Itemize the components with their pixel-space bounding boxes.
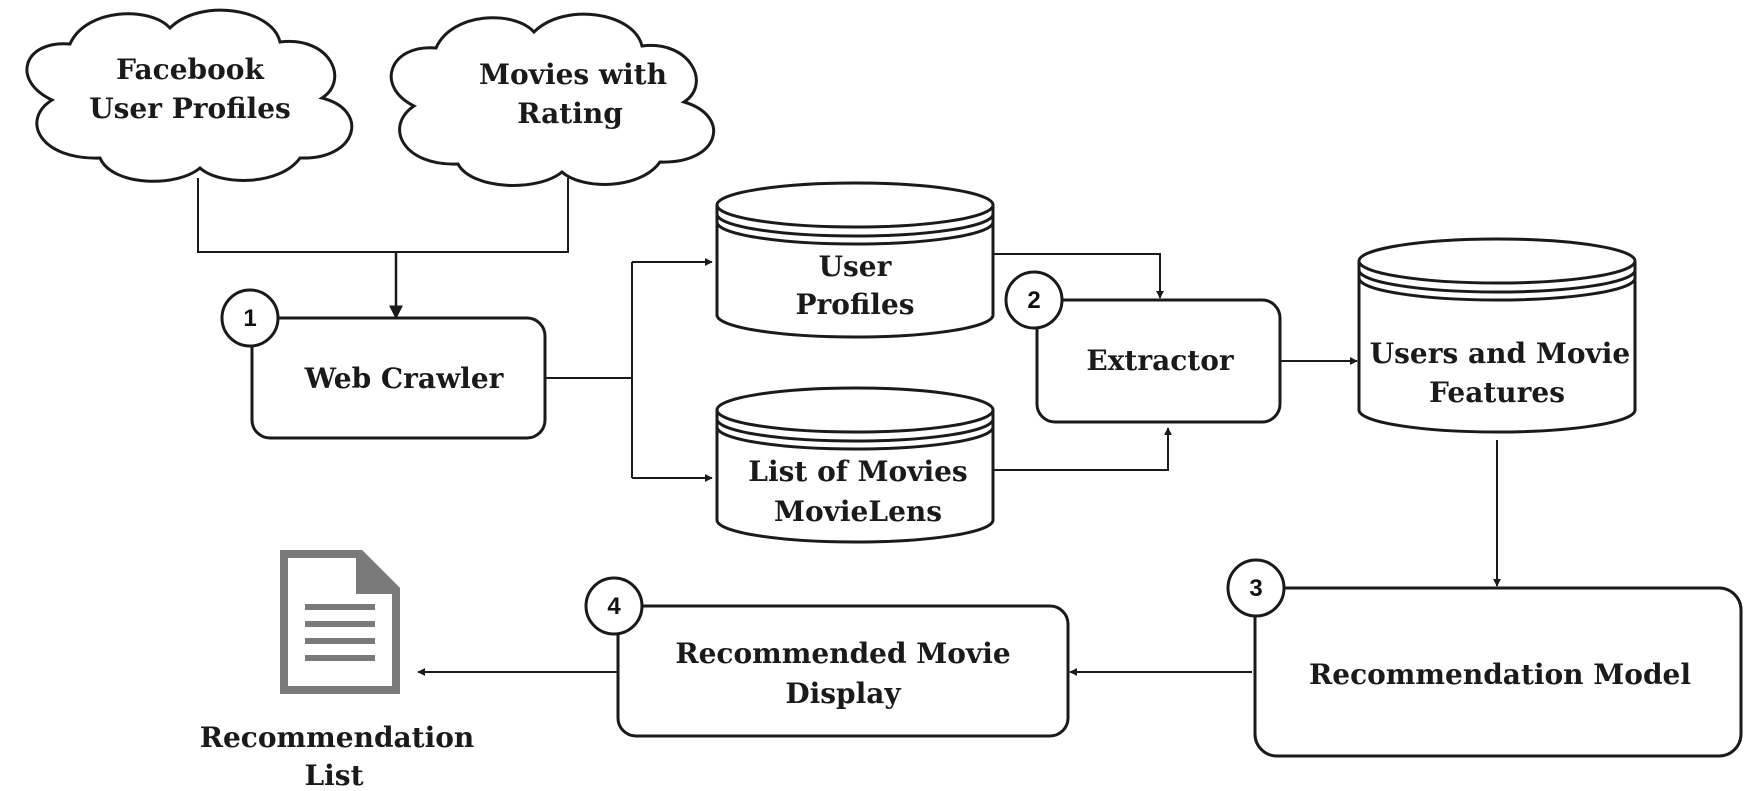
step-badge-1 xyxy=(220,288,280,348)
movies-list-line2: MovieLens xyxy=(774,495,942,528)
web-crawler-box xyxy=(250,316,547,440)
step-number-4: 4 xyxy=(607,593,621,620)
step-web-crawler: Web Crawler 1 xyxy=(220,288,547,440)
cylinder-body xyxy=(1357,261,1637,434)
step-badge-4 xyxy=(584,576,644,636)
recommendation-list-output: Recommendation List xyxy=(200,550,475,791)
step-recommended-display: Recommended Movie Display 4 xyxy=(584,576,1070,738)
cylinder-ring xyxy=(1357,269,1637,302)
cylinder-ring xyxy=(715,213,995,246)
database-user-profiles: User Profiles xyxy=(715,181,995,339)
database-movies-list: List of Movies MovieLens xyxy=(715,386,995,544)
cylinder-top xyxy=(1357,237,1637,285)
step-number-2: 2 xyxy=(1027,287,1040,314)
connector-facebook-to-crawler xyxy=(197,178,569,253)
connectors xyxy=(197,178,1501,676)
extractor-box xyxy=(1035,298,1282,424)
web-crawler-label: Web Crawler xyxy=(304,362,505,395)
connector-crawler-split xyxy=(545,262,633,478)
step-number-1: 1 xyxy=(243,305,256,332)
user-profiles-line1: User xyxy=(819,250,893,283)
recommendation-model-box xyxy=(1253,586,1743,758)
step-recommendation-model: Recommendation Model 3 xyxy=(1226,558,1743,758)
connector-movies-list-to-extractor xyxy=(992,427,1172,471)
document-icon xyxy=(280,550,400,694)
cloud-facebook-line2: User Profiles xyxy=(89,92,291,125)
connector-user-profiles-to-extractor xyxy=(992,253,1164,299)
step-extractor: Extractor 2 xyxy=(1004,270,1282,424)
cloud-movies-line1: Movies with xyxy=(479,58,667,91)
cloud-shape xyxy=(389,12,715,187)
recommendation-model-label: Recommendation Model xyxy=(1309,658,1691,691)
recommended-display-box xyxy=(616,604,1070,738)
movies-list-line1: List of Movies xyxy=(748,455,967,488)
cylinder-ring xyxy=(715,418,995,451)
cloud-facebook-user-profiles: Facebook User Profiles xyxy=(25,8,354,183)
features-line2: Features xyxy=(1429,376,1565,409)
recommended-display-line2: Display xyxy=(785,677,901,710)
cylinder-top xyxy=(715,386,995,434)
cylinder-body xyxy=(715,410,995,544)
recommendation-list-line2: List xyxy=(304,759,363,791)
database-features: Users and Movie Features xyxy=(1357,237,1637,434)
user-profiles-line2: Profiles xyxy=(795,288,914,321)
recommendation-list-line1: Recommendation xyxy=(200,721,475,754)
step-badge-3 xyxy=(1226,558,1286,618)
step-number-3: 3 xyxy=(1249,575,1262,602)
features-line1: Users and Movie xyxy=(1370,337,1630,370)
cylinder-top xyxy=(715,181,995,229)
step-badge-2 xyxy=(1004,270,1064,330)
cylinder-body xyxy=(715,205,995,339)
recommended-display-line1: Recommended Movie xyxy=(675,637,1010,670)
cloud-movies-line2: Rating xyxy=(517,97,623,130)
extractor-label: Extractor xyxy=(1086,344,1235,377)
cloud-movies-with-rating: Movies with Rating xyxy=(389,12,715,187)
cloud-facebook-line1: Facebook xyxy=(116,53,264,86)
cloud-shape xyxy=(25,8,354,183)
